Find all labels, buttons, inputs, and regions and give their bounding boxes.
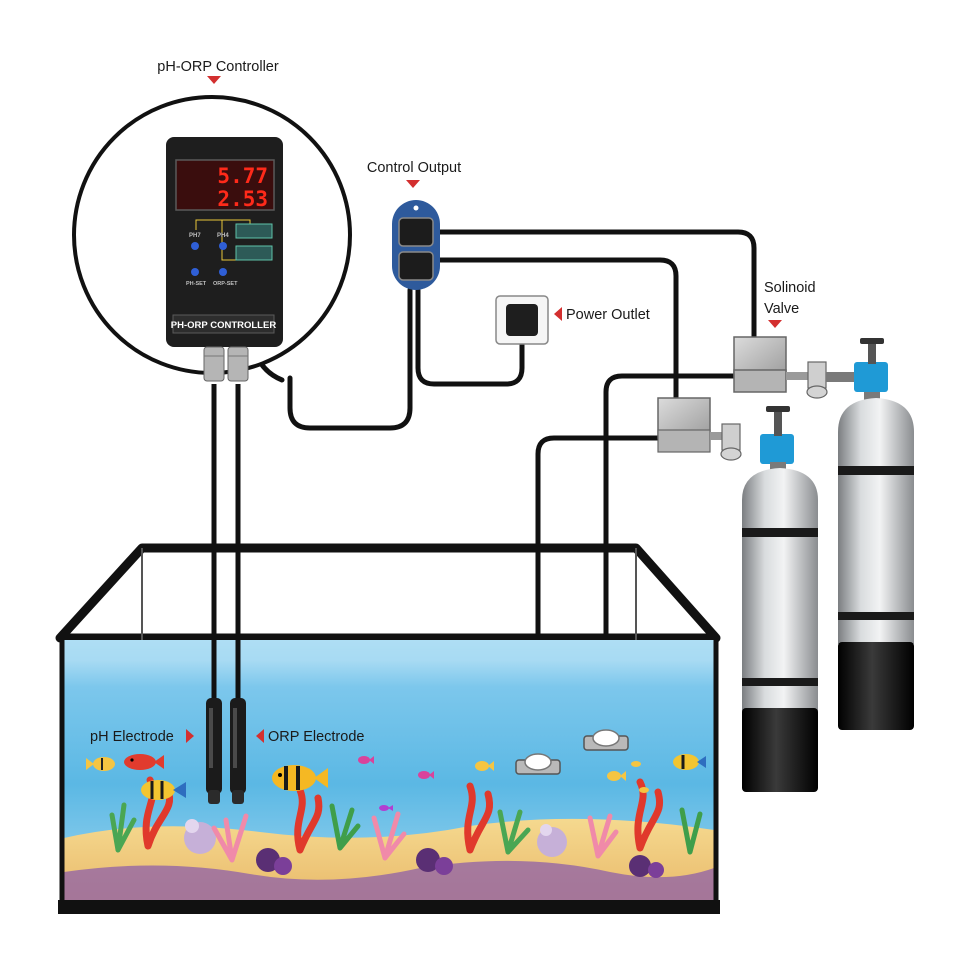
- solenoid-valve-icon: [657, 397, 742, 461]
- bubble-diffuser-icon: [515, 753, 561, 775]
- ph-orp-controller: 5.77 2.53 PH7 PH4 PH-SET ORP-SET PH-ORP …: [72, 95, 352, 382]
- fish-icon: [124, 754, 164, 770]
- coral-icon: [587, 813, 619, 859]
- cables: [251, 229, 757, 759]
- control-output-device: [392, 200, 440, 290]
- ph4-button[interactable]: [219, 242, 227, 250]
- orp-electrode-label: ORP Electrode: [268, 729, 364, 745]
- ph-reading-display: 5.77: [217, 164, 268, 188]
- labels: pH-ORP Controller Control Output Power O…: [90, 59, 816, 745]
- coral-icon: [537, 824, 567, 857]
- fish-icon: [631, 761, 641, 767]
- coral-icon: [211, 813, 249, 863]
- controller-name-plate-text: PH-ORP CONTROLLER: [171, 320, 277, 331]
- coral-icon: [256, 848, 292, 875]
- pointer-triangle-icon: [186, 729, 194, 743]
- co2-cylinder-icon: [826, 338, 914, 730]
- fish-icon: [272, 765, 328, 791]
- coral-icon: [371, 811, 407, 861]
- orp-set-button-label: ORP-SET: [213, 281, 238, 287]
- controller-indicator-bottom: [235, 245, 273, 261]
- controller-display: [175, 159, 275, 211]
- electrode-icon: [230, 698, 246, 804]
- coral-icon: [416, 848, 453, 875]
- fish-icon: [379, 805, 393, 811]
- ph7-button-label: PH7: [189, 233, 201, 239]
- coral-icon: [329, 803, 361, 851]
- output-to-solenoid-2-cable: [435, 257, 679, 405]
- water-surface: [64, 640, 714, 660]
- co2-tube-2: [535, 435, 663, 759]
- ph7-button[interactable]: [191, 242, 199, 250]
- electrodes: [206, 384, 246, 804]
- coral-icon: [184, 819, 216, 854]
- control-output-to-power-outlet-cable: [415, 287, 525, 387]
- control-output-label: Control Output: [367, 160, 461, 176]
- fish-icon: [607, 771, 626, 781]
- rock-bed: [64, 860, 714, 902]
- fish-icon: [418, 771, 434, 779]
- tank-bottom-rim: [58, 900, 720, 914]
- coral-icon: [497, 809, 531, 855]
- controller-to-control-output-cable: [287, 287, 413, 431]
- solenoid-valve-label-line1: Solinoid: [764, 280, 816, 296]
- ph4-button-label: PH4: [217, 233, 229, 239]
- orp-set-button[interactable]: [219, 268, 227, 276]
- pointer-triangle-icon: [406, 180, 420, 188]
- pointer-triangle-icon: [207, 76, 221, 84]
- fish-icon: [141, 780, 186, 800]
- fish-icon: [639, 787, 649, 793]
- bubble-diffuser-icon: [583, 729, 629, 751]
- fish-icon: [673, 754, 706, 770]
- coral-icon: [109, 802, 137, 853]
- output-to-solenoid-1-cable: [435, 229, 757, 343]
- fish-icon: [86, 757, 115, 771]
- aquarium: [55, 543, 721, 914]
- tank-top-rim: [55, 543, 721, 643]
- coral-icon: [629, 855, 664, 878]
- solenoid-valve-label-line2: Valve: [764, 301, 799, 317]
- co2-cylinder-icon: [742, 406, 818, 792]
- electrode-icon: [206, 698, 222, 804]
- controller-indicator-top: [235, 223, 273, 239]
- control-output-socket-2[interactable]: [398, 251, 434, 281]
- control-output-socket-1[interactable]: [398, 217, 434, 247]
- ph-electrode-label: pH Electrode: [90, 729, 174, 745]
- coral-icon: [294, 786, 323, 854]
- pointer-triangle-icon: [256, 729, 264, 743]
- power-plug-icon[interactable]: [506, 304, 538, 336]
- fish-group: [86, 754, 706, 811]
- controller-name-plate: [172, 314, 275, 334]
- power-outlet-label: Power Outlet: [566, 307, 650, 323]
- co2-tube-1: [603, 373, 743, 731]
- coral-icon: [464, 782, 494, 854]
- controller-label: pH-ORP Controller: [157, 59, 279, 75]
- ph-bnc-connector: [203, 346, 225, 382]
- fish-icon: [475, 761, 494, 771]
- ph-set-button[interactable]: [191, 268, 199, 276]
- orp-bnc-connector: [227, 346, 249, 382]
- ph-set-button-label: PH-SET: [186, 281, 207, 287]
- fish-icon: [358, 756, 374, 764]
- coral-icon: [679, 807, 703, 855]
- pointer-triangle-icon: [554, 307, 562, 321]
- solenoid-valve-icon: [733, 336, 828, 399]
- power-outlet: [495, 295, 549, 345]
- orp-reading-display: 2.53: [217, 187, 268, 211]
- pointer-triangle-icon: [768, 320, 782, 328]
